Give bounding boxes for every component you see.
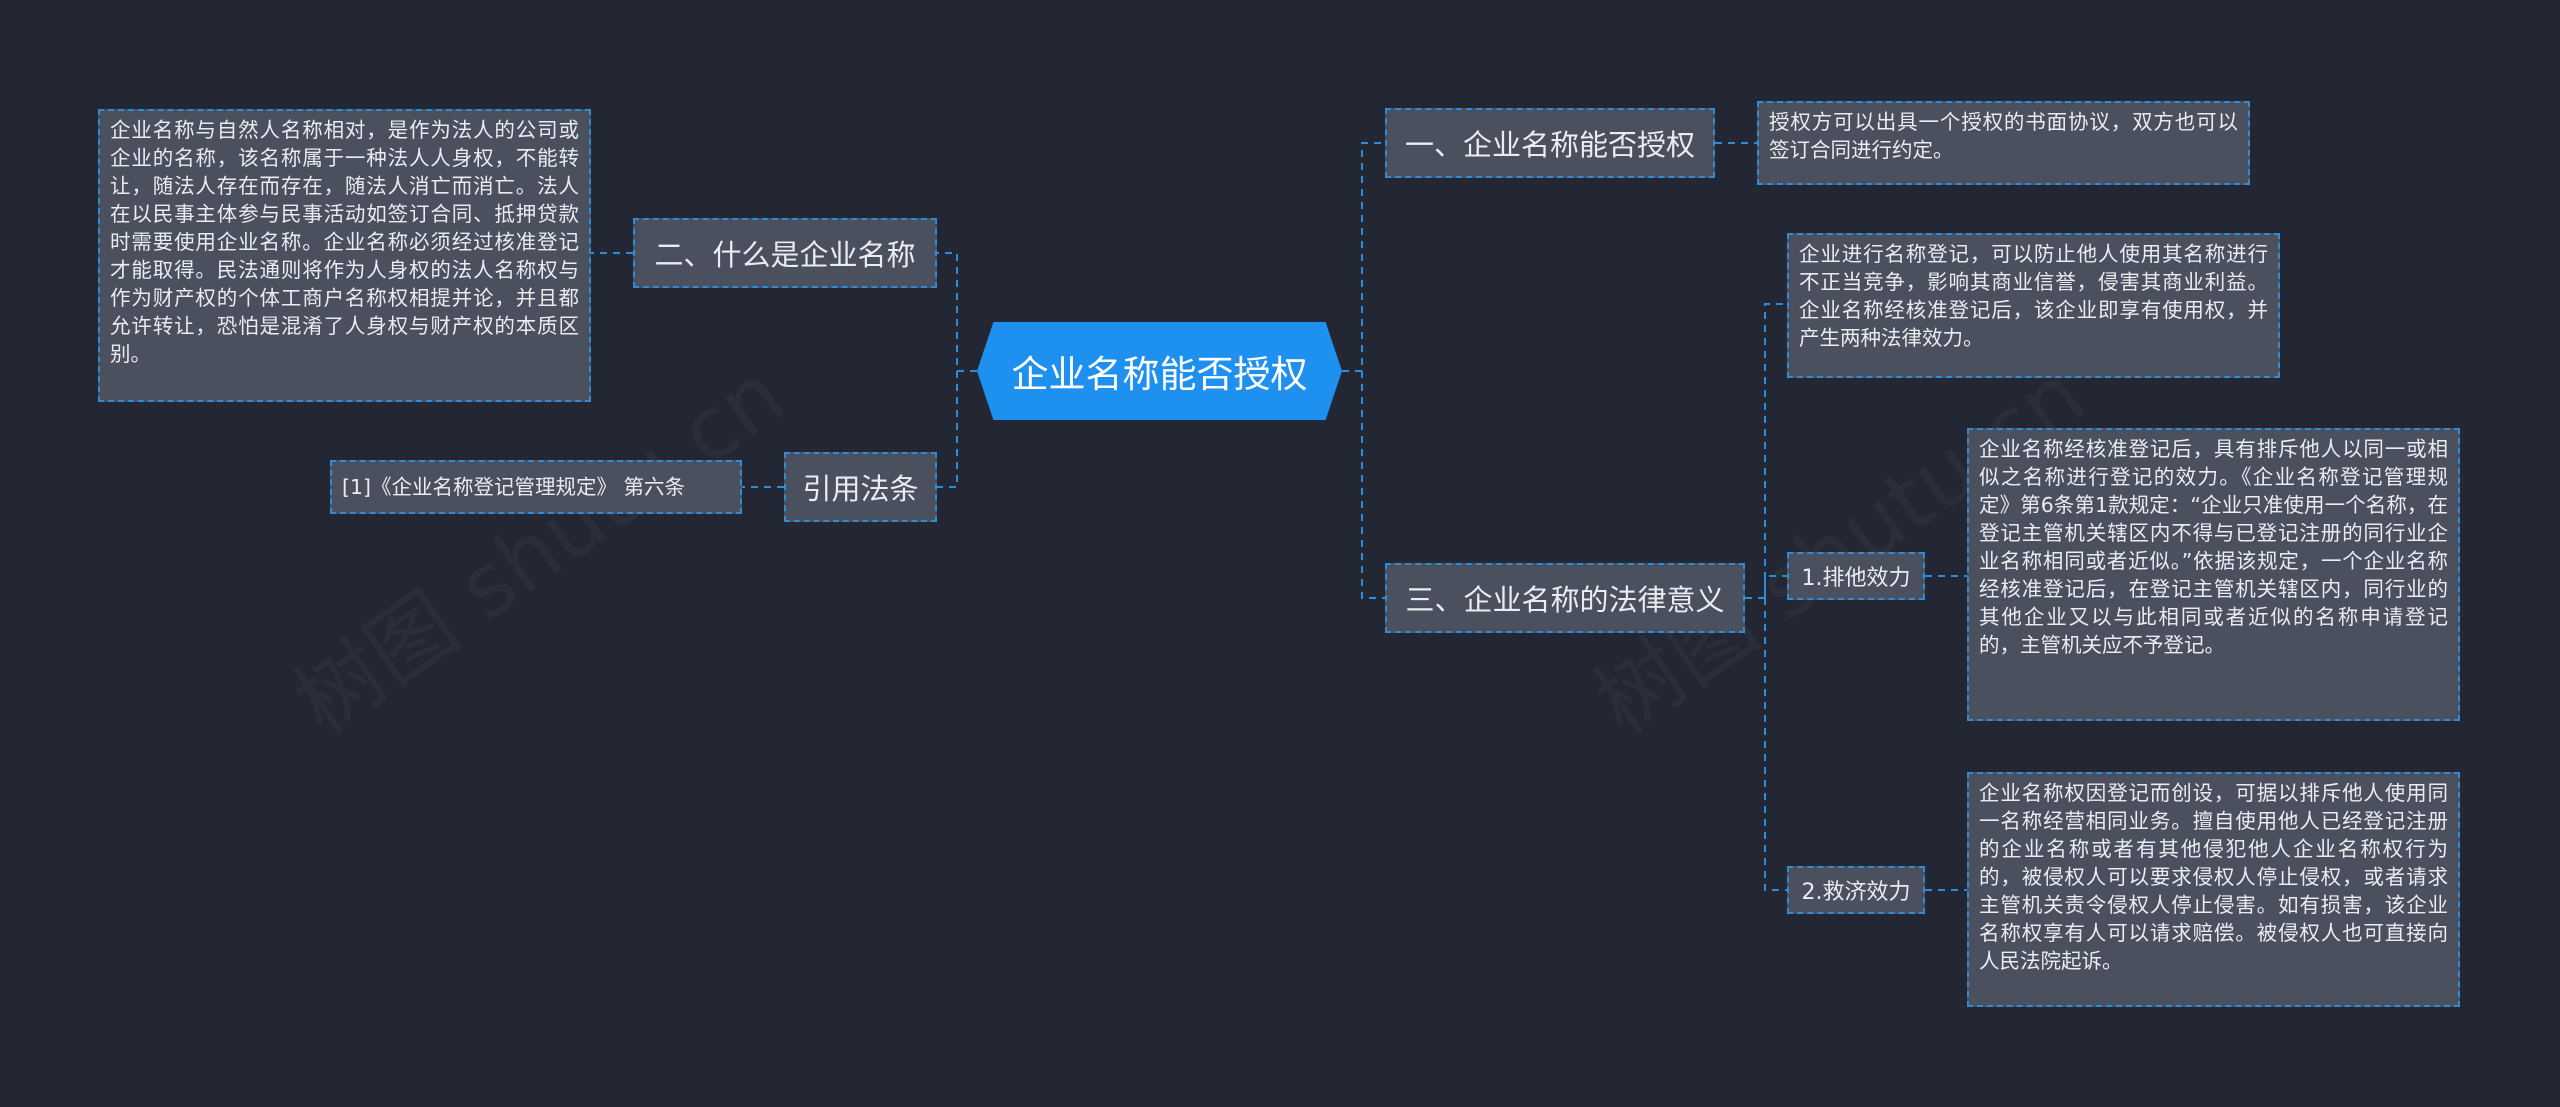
- root-label: 企业名称能否授权: [1011, 353, 1308, 396]
- leaf-text: 授权方可以出具一个授权的书面协议，双方也可以签订合同进行约定。: [1769, 110, 2238, 162]
- branch-label: 一、企业名称能否授权: [1404, 128, 1695, 162]
- branch-legal-significance[interactable]: 三、企业名称的法律意义: [1385, 563, 1745, 633]
- branch-what-is-name[interactable]: 二、什么是企业名称: [633, 218, 937, 288]
- leaf-registration-purpose: 企业进行名称登记，可以防止他人使用其名称进行不正当竞争，影响其商业信誉，侵害其商…: [1787, 233, 2280, 378]
- leaf-text: 企业名称经核准登记后，具有排斥他人以同一或相似之名称进行登记的效力。《企业名称登…: [1979, 437, 2448, 657]
- branch-cited-law[interactable]: 引用法条: [784, 452, 937, 522]
- leaf-cited-law: [1]《企业名称登记管理规定》 第六条: [330, 460, 742, 514]
- leaf-text: [1]《企业名称登记管理规定》 第六条: [342, 475, 686, 499]
- sub-label: 2.救济效力: [1801, 880, 1911, 905]
- root-node[interactable]: 企业名称能否授权: [977, 322, 1342, 420]
- leaf-text: 企业名称与自然人名称相对，是作为法人的公司或企业的名称，该名称属于一种法人人身权…: [110, 118, 579, 366]
- branch-label: 三、企业名称的法律意义: [1405, 583, 1725, 617]
- leaf-exclusive-effect: 企业名称经核准登记后，具有排斥他人以同一或相似之名称进行登记的效力。《企业名称登…: [1967, 428, 2460, 721]
- sub-exclusive-effect[interactable]: 1.排他效力: [1787, 552, 1925, 600]
- leaf-text: 企业进行名称登记，可以防止他人使用其名称进行不正当竞争，影响其商业信誉，侵害其商…: [1799, 242, 2268, 350]
- branch-can-authorize[interactable]: 一、企业名称能否授权: [1385, 108, 1715, 178]
- leaf-name-definition: 企业名称与自然人名称相对，是作为法人的公司或企业的名称，该名称属于一种法人人身权…: [98, 109, 591, 402]
- branch-label: 二、什么是企业名称: [654, 238, 916, 272]
- sub-label: 1.排他效力: [1801, 566, 1911, 591]
- leaf-remedy-effect: 企业名称权因登记而创设，可据以排斥他人使用同一名称经营相同业务。擅自使用他人已经…: [1967, 772, 2460, 1007]
- branch-label: 引用法条: [802, 472, 919, 506]
- leaf-authorize-agreement: 授权方可以出具一个授权的书面协议，双方也可以签订合同进行约定。: [1757, 101, 2250, 185]
- leaf-text: 企业名称权因登记而创设，可据以排斥他人使用同一名称经营相同业务。擅自使用他人已经…: [1979, 781, 2448, 973]
- sub-remedy-effect[interactable]: 2.救济效力: [1787, 866, 1925, 914]
